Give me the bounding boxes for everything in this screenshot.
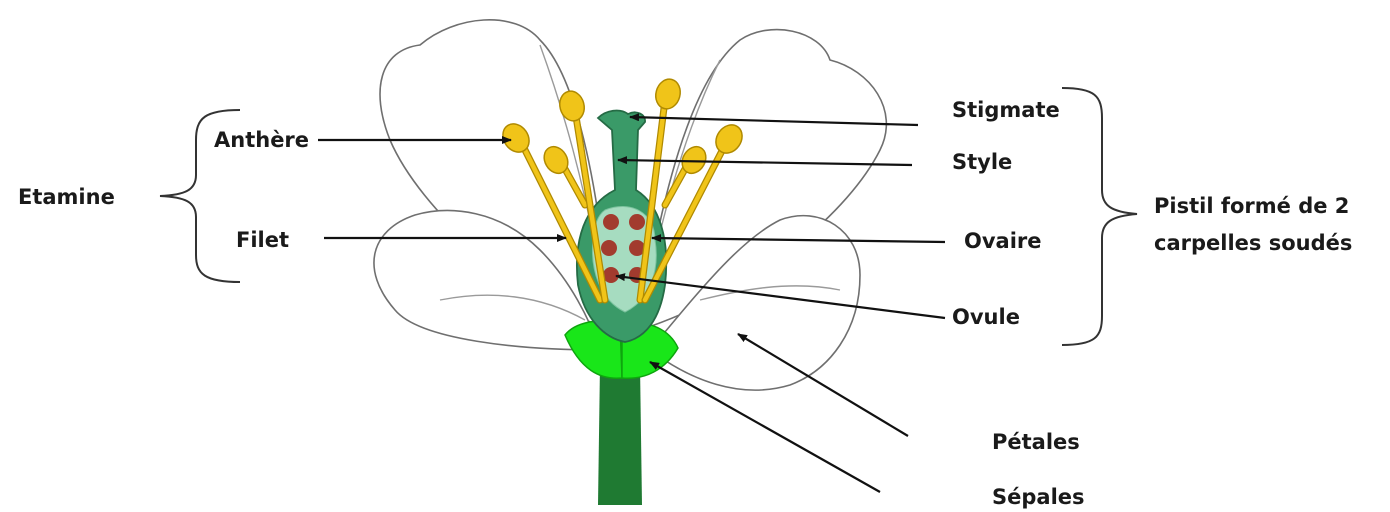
stem [598,365,642,505]
label-pistil-line1: Pistil formé de 2 [1154,194,1349,218]
label-anthere: Anthère [214,128,309,152]
label-sepales: Sépales [992,485,1085,509]
label-style: Style [952,150,1012,174]
label-pistil-line2: carpelles soudés [1154,231,1352,255]
label-petales: Pétales [992,430,1080,454]
pistil-brace [1062,88,1137,345]
label-ovule: Ovule [952,305,1020,329]
label-ovaire: Ovaire [964,229,1042,253]
label-etamine: Etamine [18,185,115,209]
label-filet: Filet [236,228,289,252]
label-stigmate: Stigmate [952,98,1060,122]
